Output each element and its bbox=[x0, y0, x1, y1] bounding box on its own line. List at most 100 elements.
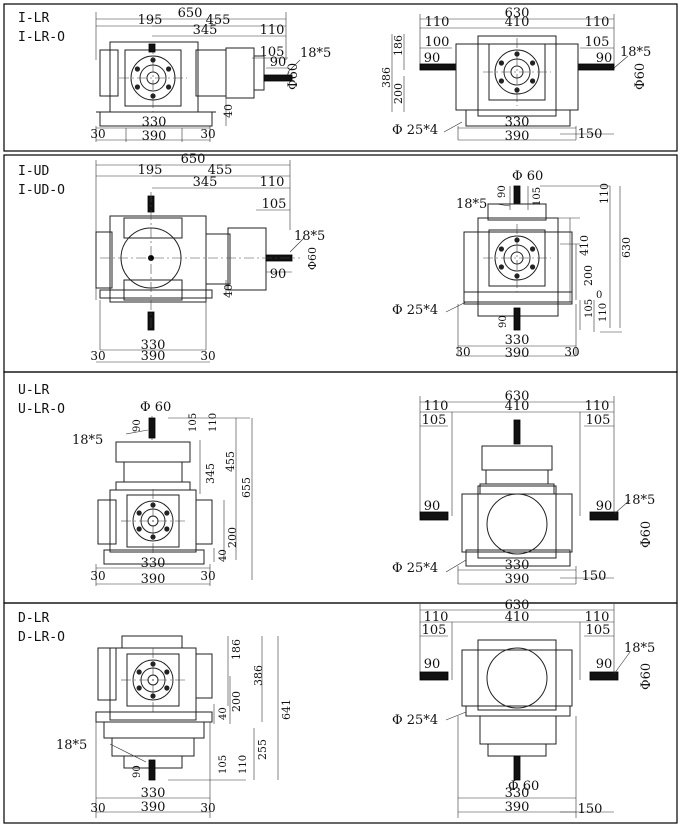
dimension-label: Φ 25*4 bbox=[392, 713, 438, 728]
dimension-line bbox=[445, 711, 467, 721]
dimension-label: 110 bbox=[425, 15, 450, 30]
dimension-label: 90 bbox=[596, 499, 613, 514]
panel-label: U-LR bbox=[18, 383, 50, 398]
dimension-label: 386 bbox=[252, 665, 265, 686]
dimension-label: 410 bbox=[578, 235, 591, 256]
housing-outline bbox=[195, 49, 227, 97]
housing-outline bbox=[225, 47, 255, 99]
shaft bbox=[148, 43, 156, 53]
bolt-hole bbox=[165, 84, 172, 90]
dimension-label: 630 bbox=[505, 598, 530, 613]
housing-outline bbox=[99, 289, 213, 299]
shaft bbox=[263, 74, 293, 82]
dimension-label: 330 bbox=[505, 333, 530, 348]
panel-label: D-LR bbox=[18, 611, 50, 626]
dimension-label: 90 bbox=[270, 55, 287, 70]
housing-outline bbox=[103, 721, 205, 739]
dimension-label: 30 bbox=[90, 801, 105, 815]
housing-outline bbox=[195, 499, 213, 545]
dimension-label: 105 bbox=[532, 187, 543, 206]
bolt-hole bbox=[529, 60, 536, 66]
dimension-label: 641 bbox=[280, 699, 293, 720]
dimension-label: 40 bbox=[222, 284, 235, 298]
dimension-label: 30 bbox=[200, 569, 215, 583]
shaft bbox=[419, 671, 449, 681]
shaft bbox=[148, 417, 156, 439]
housing-outline bbox=[487, 203, 547, 221]
dimension-label: 18*5 bbox=[620, 45, 651, 60]
dimension-label: 410 bbox=[505, 610, 530, 625]
dimension-label: 90 bbox=[270, 267, 287, 282]
dimension-label: 18*5 bbox=[456, 197, 487, 212]
bolt-hole bbox=[136, 526, 142, 532]
housing-outline bbox=[465, 109, 571, 127]
shaft bbox=[513, 307, 521, 331]
dimension-label: Φ 60 bbox=[140, 400, 171, 415]
housing-outline bbox=[481, 445, 553, 471]
dimension-label: 386 bbox=[380, 67, 393, 88]
dimension-label: 110 bbox=[585, 399, 610, 414]
flange-ring bbox=[132, 659, 174, 701]
dimension-label: 110 bbox=[598, 183, 611, 204]
dimension-label: Φ60 bbox=[306, 247, 319, 270]
shaft bbox=[513, 755, 521, 781]
dimension-label: 345 bbox=[204, 463, 217, 484]
dimension-label: 195 bbox=[138, 163, 163, 178]
dimension-label: Φ 25*4 bbox=[392, 123, 438, 138]
dimension-line bbox=[445, 559, 467, 573]
dimension-label: 630 bbox=[505, 389, 530, 404]
flange-ring bbox=[132, 500, 174, 542]
dimension-label: 110 bbox=[585, 610, 610, 625]
panel-frame bbox=[3, 3, 678, 152]
dimension-label: Φ 60 bbox=[508, 779, 539, 794]
housing-outline bbox=[477, 35, 557, 117]
dimension-line bbox=[443, 121, 463, 133]
bolt-hole bbox=[529, 78, 536, 84]
dimension-label: 390 bbox=[141, 800, 166, 815]
dimension-label: 330 bbox=[505, 786, 530, 801]
housing-outline bbox=[479, 715, 557, 745]
dimension-label: 18*5 bbox=[300, 46, 331, 61]
dimension-label: 18*5 bbox=[294, 229, 325, 244]
dimension-label: 345 bbox=[193, 23, 218, 38]
dimension-label: Φ 25*4 bbox=[392, 561, 438, 576]
dimension-label: 390 bbox=[142, 129, 167, 144]
housing-outline bbox=[463, 291, 573, 305]
dimension-label: 345 bbox=[193, 175, 218, 190]
bolt-hole bbox=[529, 246, 536, 252]
dimension-label: 200 bbox=[582, 265, 595, 286]
bolt-hole bbox=[136, 685, 142, 691]
dimension-label: 30 bbox=[200, 127, 215, 141]
dimension-label: 110 bbox=[260, 175, 285, 190]
dimension-label: 330 bbox=[505, 115, 530, 130]
dimension-label: 90 bbox=[424, 51, 441, 66]
dimension-label: 110 bbox=[598, 303, 609, 322]
dimension-label: 110 bbox=[424, 399, 449, 414]
dimension-line bbox=[125, 429, 149, 435]
dimension-label: 455 bbox=[224, 451, 237, 472]
housing-outline bbox=[99, 49, 119, 97]
bolt-hole bbox=[498, 246, 505, 252]
housing-outline bbox=[121, 635, 183, 649]
dimension-label: 110 bbox=[585, 15, 610, 30]
dimension-label: 40 bbox=[218, 549, 229, 562]
bolt-hole bbox=[164, 510, 170, 516]
dimension-label: 410 bbox=[505, 399, 530, 414]
dimension-label: 390 bbox=[141, 349, 166, 364]
dimension-label: 255 bbox=[256, 739, 269, 760]
housing-outline bbox=[227, 227, 267, 291]
dimension-label: 30 bbox=[90, 569, 105, 583]
dimension-label: 105 bbox=[584, 299, 595, 318]
dimension-label: 18*5 bbox=[72, 433, 103, 448]
dimension-label: 105 bbox=[586, 413, 611, 428]
dimension-label: 330 bbox=[141, 786, 166, 801]
dimension-label: 90 bbox=[498, 315, 509, 328]
dimension-label: 455 bbox=[206, 13, 231, 28]
dimension-label: Φ 60 bbox=[512, 169, 543, 184]
dimension-line bbox=[613, 55, 629, 69]
housing-outline bbox=[123, 217, 183, 239]
